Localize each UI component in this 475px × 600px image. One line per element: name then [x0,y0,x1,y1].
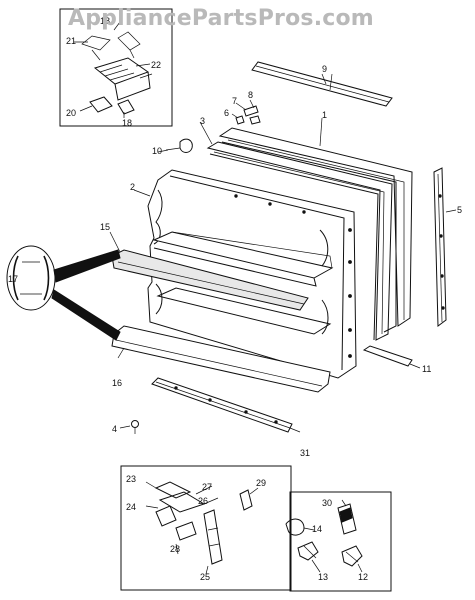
callout-20: 20 [66,108,76,118]
watermark: AppliancePartsPros.com [68,6,374,31]
shelf-bar [109,231,309,311]
leader-lines [157,73,333,153]
callout-8: 8 [248,90,253,100]
callout-26: 26 [198,496,208,506]
callout-29: 29 [256,478,266,488]
callout-11: 11 [422,364,431,374]
door-panel [133,169,357,379]
small-parts [231,99,261,125]
callout-27: 27 [202,482,212,492]
bottom-strip [362,345,421,369]
callout-15: 15 [100,222,110,232]
magnified-detail [6,245,121,341]
door-frame [218,117,413,333]
handle-inset [285,491,392,592]
screw [119,420,139,434]
callout-5: 5 [457,205,462,215]
bracket-inset [120,465,292,591]
part-clip [165,138,193,153]
callout-1: 1 [322,110,327,120]
callout-31: 31 [300,448,310,458]
callout-30: 30 [322,498,332,508]
top-trim [251,61,393,107]
callout-13: 13 [318,572,328,582]
callout-4: 4 [112,424,117,434]
callout-12: 12 [358,572,368,582]
callout-14: 14 [312,524,322,534]
callout-16: 16 [112,378,122,388]
bottom-trim [111,325,331,393]
callout-6: 6 [224,108,229,118]
callout-22: 22 [151,60,161,70]
callout-17: 17 [8,274,18,284]
callout-24: 24 [126,502,136,512]
kick-plate [151,377,301,433]
hinge-inset [59,8,173,127]
callout-2: 2 [130,182,135,192]
callouts: 1 2 3 4 5 6 7 8 9 10 11 12 13 14 15 16 1… [8,16,462,582]
callout-18-top: 18 [100,16,110,26]
callout-25: 25 [200,572,210,582]
callout-3: 3 [200,116,205,126]
callout-23: 23 [126,474,136,484]
callout-10: 10 [152,146,162,156]
side-strip [433,167,457,327]
callout-28: 28 [170,544,180,554]
callout-7: 7 [232,96,237,106]
callout-18-bottom: 18 [122,118,132,128]
callout-9: 9 [322,64,327,74]
door-liner [199,121,393,341]
callout-21: 21 [66,36,76,46]
